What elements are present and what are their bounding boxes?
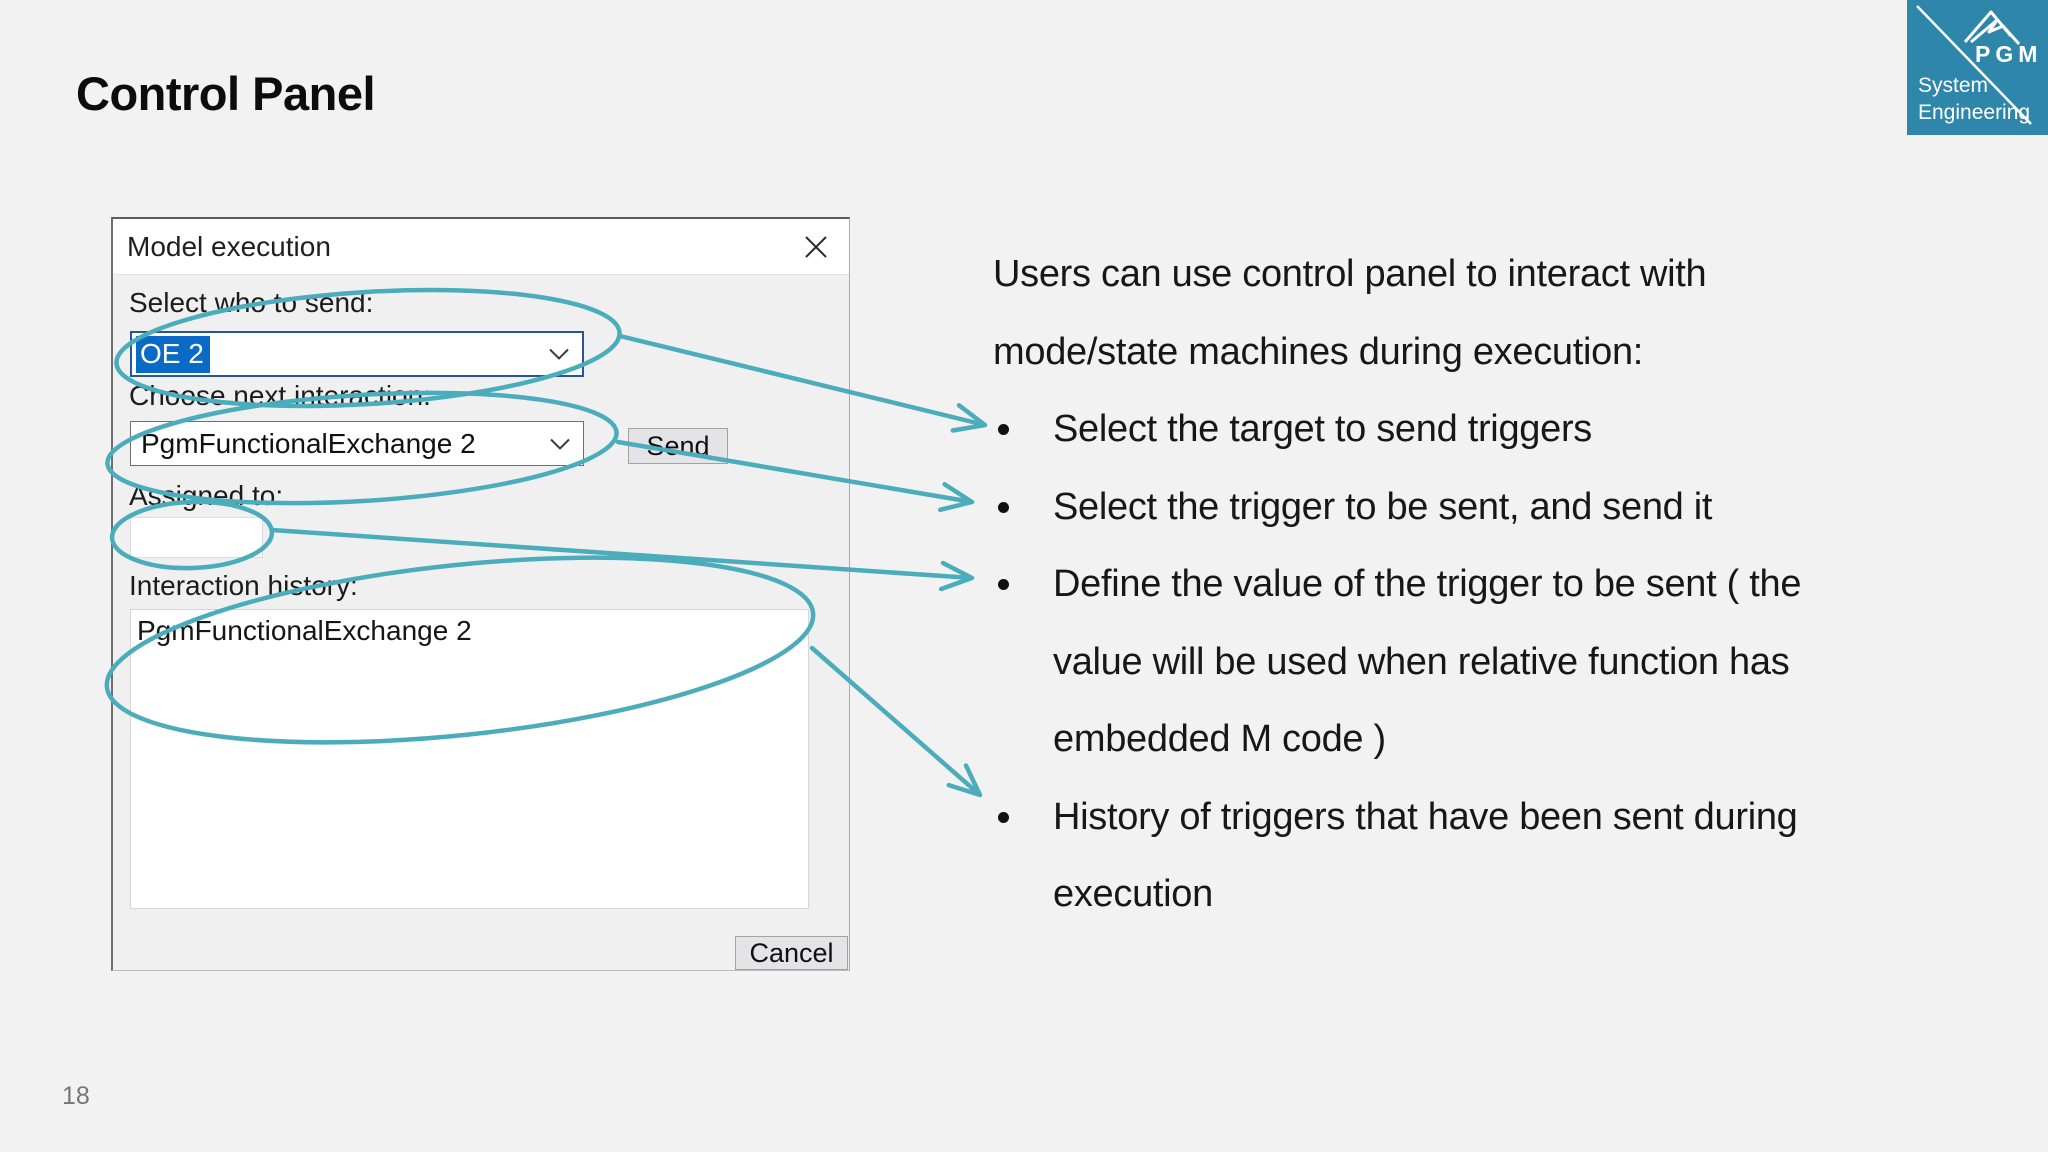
dialog-titlebar[interactable]: Model execution [113, 219, 849, 275]
dialog-title: Model execution [127, 231, 331, 262]
bullet-dot [998, 424, 1009, 435]
notes-bullet: Select the trigger to be sent, and send … [993, 469, 1898, 547]
interaction-history-listbox[interactable]: PgmFunctionalExchange 2 [130, 609, 809, 909]
model-execution-dialog: Model execution Select who to send: OE 2… [111, 217, 850, 971]
close-icon [805, 236, 827, 258]
bullet-line: Define the value of the trigger to be se… [1053, 563, 1802, 605]
bullet-line: value will be used when relative functio… [1053, 640, 1790, 683]
chevron-down-icon [550, 438, 570, 450]
mountain-icon [1970, 18, 2021, 45]
send-button[interactable]: Send [628, 428, 728, 464]
logo-brand-text: PGM [1975, 41, 2042, 67]
bullet-dot [998, 501, 1009, 513]
interaction-combobox[interactable]: PgmFunctionalExchange 2 [130, 421, 584, 466]
interaction-history-label: Interaction history: [129, 570, 358, 601]
logo-line2: Engineering [1918, 101, 2031, 124]
bullet-line: execution [1053, 873, 1213, 915]
bullet-line: History of triggers that have been sent … [1053, 795, 1798, 838]
page-title: Control Panel [76, 67, 376, 120]
history-list-item[interactable]: PgmFunctionalExchange 2 [137, 615, 472, 646]
bullet-line: embedded M code ) [1053, 718, 1386, 760]
bullet-dot [998, 579, 1009, 590]
assigned-to-label: Assigned to: [129, 480, 284, 511]
target-combobox-value: OE 2 [136, 335, 210, 373]
bullet-dot [998, 811, 1009, 823]
interaction-combobox-value: PgmFunctionalExchange 2 [141, 427, 476, 459]
cancel-button[interactable]: Cancel [735, 936, 848, 970]
notes-intro-line: Users can use control panel to interact … [993, 253, 1707, 295]
logo-line1: System [1918, 74, 1989, 97]
bullet-line: Select the trigger to be sent, and send … [1053, 485, 1713, 528]
notes-block: Users can use control panel to interact … [993, 236, 1898, 934]
bullet-line: Select the target to send triggers [1053, 408, 1593, 450]
logo-graphic: PGM [1916, 5, 2042, 125]
pgm-logo: PGM System Engineering [1907, 0, 2048, 135]
assigned-to-field[interactable] [130, 517, 263, 558]
notes-intro-line: mode/state machines during execution: [993, 330, 1644, 373]
close-button[interactable] [799, 231, 833, 263]
notes-bullet: Select the target to send triggers [993, 391, 1898, 469]
choose-next-label: Choose next interaction: [129, 380, 431, 411]
logo-diagonal-line [1916, 5, 2032, 125]
page-number: 18 [62, 1082, 90, 1110]
chevron-down-icon [549, 348, 569, 360]
notes-bullet: History of triggers that have been sent … [993, 779, 1898, 934]
target-combobox[interactable]: OE 2 [130, 331, 584, 377]
select-who-label: Select who to send: [129, 287, 374, 318]
notes-bullet: Define the value of the trigger to be se… [993, 546, 1898, 779]
